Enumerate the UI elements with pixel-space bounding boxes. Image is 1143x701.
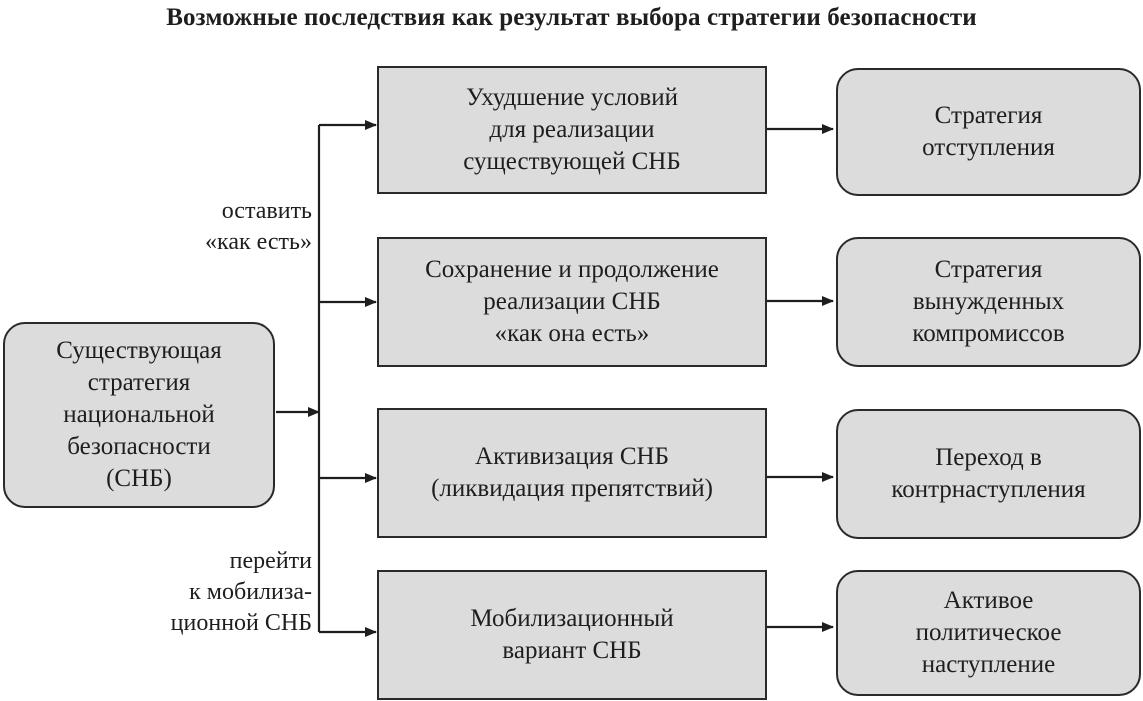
branch-label-keep: оставить «как есть» (205, 198, 312, 256)
consequence-box-3: Активизация СНБ (ликвидация препятствий) (377, 408, 767, 538)
consequence-box-1: Ухудшение условий для реализации существ… (377, 66, 767, 194)
strategy-box-3: Переход в контрнаступления (836, 409, 1141, 539)
source-strategy-box: Существующая стратегия национальной безо… (3, 322, 275, 508)
consequence-box-2: Сохранение и продолжение реализации СНБ … (377, 237, 767, 367)
strategy-box-4: Активое политическое наступление (836, 570, 1141, 696)
diagram-title: Возможные последствия как результат выбо… (166, 4, 977, 31)
branch-label-mobilize: перейти к мобилиза- ционной СНБ (170, 548, 312, 637)
consequence-box-4: Мобилизационный вариант СНБ (377, 570, 767, 700)
strategy-box-2: Стратегия вынужденных компромиссов (836, 237, 1141, 367)
strategy-box-1: Стратегия отступления (836, 68, 1141, 196)
